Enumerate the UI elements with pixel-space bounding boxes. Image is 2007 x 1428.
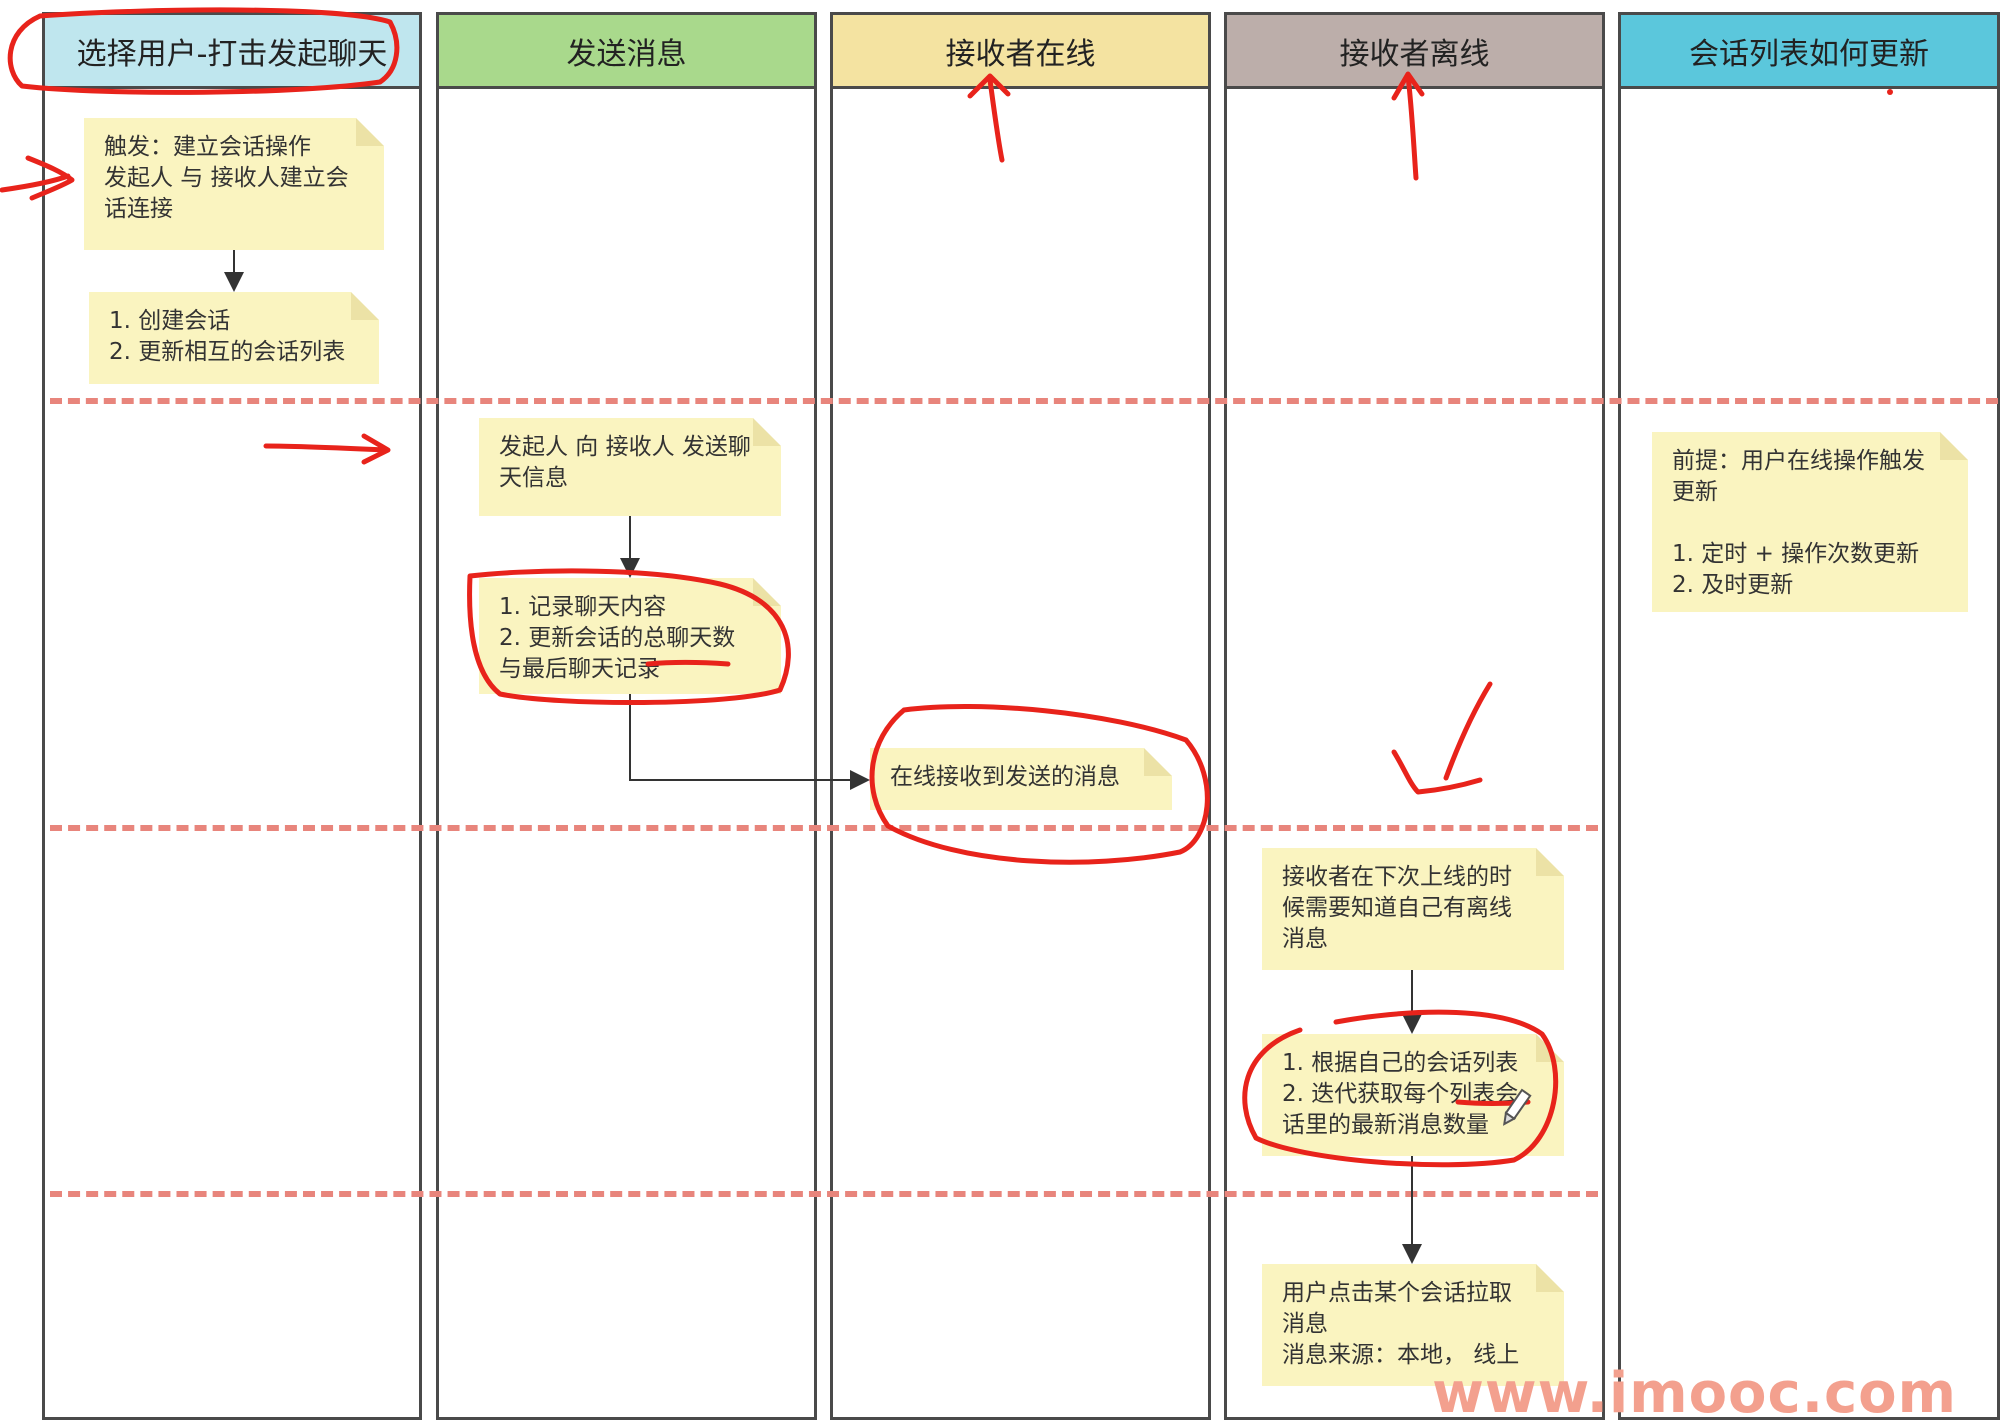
annotation-arrow bbox=[0, 155, 75, 201]
watermark: www.imooc.com bbox=[1432, 1361, 1957, 1426]
pen-cursor-icon bbox=[1503, 1088, 1532, 1126]
annotation-arrow bbox=[1391, 71, 1425, 181]
note-list-update: 前提：用户在线操作触发 更新 1. 定时 + 操作次数更新 2. 及时更新 bbox=[1652, 432, 1968, 612]
annotation-circle bbox=[7, 7, 400, 95]
annotation-underline bbox=[645, 660, 731, 667]
annotation-arrow bbox=[967, 73, 1011, 163]
phase-divider bbox=[50, 1191, 1598, 1197]
lane-send-message: 发送消息 bbox=[436, 12, 817, 1420]
phase-divider bbox=[50, 825, 1598, 831]
note-online-receive: 在线接收到发送的消息 bbox=[870, 748, 1172, 810]
lane-receiver-offline: 接收者离线 bbox=[1224, 12, 1605, 1420]
lane-header: 发送消息 bbox=[439, 15, 814, 89]
annotation-arrow bbox=[263, 433, 391, 465]
lane-session-list-update: 会话列表如何更新 bbox=[1618, 12, 2000, 1420]
note-record-chat: 1. 记录聊天内容 2. 更新会话的总聊天数 与最后聊天记录 bbox=[479, 578, 781, 694]
lane-receiver-online: 接收者在线 bbox=[830, 12, 1211, 1420]
connector-arrow bbox=[629, 694, 870, 790]
annotation-dot bbox=[1887, 89, 1893, 95]
lane-header: 接收者在线 bbox=[833, 15, 1208, 89]
annotation-circle bbox=[869, 704, 1210, 865]
annotation-circle bbox=[467, 568, 791, 706]
note-pull-messages: 用户点击某个会话拉取 消息 消息来源：本地， 线上 bbox=[1262, 1264, 1564, 1386]
phase-divider bbox=[50, 398, 1998, 404]
lane-header: 会话列表如何更新 bbox=[1621, 15, 1997, 89]
annotation-check-mark bbox=[1391, 681, 1493, 795]
note-send-info: 发起人 向 接收人 发送聊 天信息 bbox=[479, 418, 781, 516]
annotation-circle bbox=[1242, 1009, 1559, 1168]
note-offline-notice: 接收者在下次上线的时 候需要知道自己有离线 消息 bbox=[1262, 848, 1564, 970]
note-trigger: 触发：建立会话操作 发起人 与 接收人建立会 话连接 bbox=[84, 118, 384, 250]
note-create-session: 1. 创建会话 2. 更新相互的会话列表 bbox=[89, 292, 379, 384]
lane-header: 选择用户-打击发起聊天 bbox=[45, 15, 419, 89]
lane-header: 接收者离线 bbox=[1227, 15, 1602, 89]
